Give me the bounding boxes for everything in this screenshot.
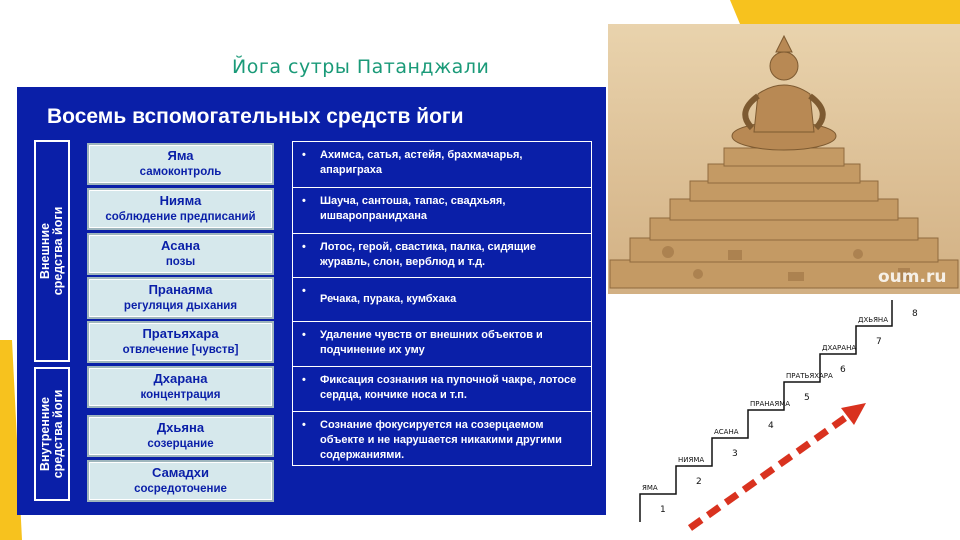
- stage-asana: Асана позы: [87, 233, 274, 275]
- detail-pranayama: Речака, пурака, кумбхака: [292, 277, 592, 321]
- watermark: oum.ru: [878, 267, 946, 287]
- staircase-diagram: ЯМА 1 НИЯМА 2 АСАНА 3 ПРАНАЯМА 4 ПРАТЬЯХАРА 5 ДХАР…: [639, 300, 918, 531]
- step-number-4: 4: [768, 421, 774, 431]
- detail-dhyana: Сознание фокусируется на созерцаемом объ…: [292, 411, 592, 466]
- eight-limbs-panel: Восемь вспомогательных средств йоги Внеш…: [17, 87, 606, 515]
- internal-means-box: Внутренние средства йоги: [34, 367, 70, 501]
- step-label-7: ДХЬЯНА: [858, 316, 888, 324]
- detail-dharana: Фиксация сознания на пупочной чакре, лот…: [292, 366, 592, 411]
- stage-dhyana: Дхьяна созерцание: [87, 415, 274, 457]
- step-label-1: ЯМА: [642, 484, 658, 492]
- external-means-box: Внешние средства йоги: [34, 140, 70, 362]
- step-label-4: ПРАНАЯМА: [750, 400, 790, 408]
- step-number-8: 8: [912, 309, 918, 319]
- detail-asana: Лотос, герой, свастика, палка, сидящие ж…: [292, 233, 592, 277]
- corner-accent-top: [730, 0, 960, 24]
- step-number-6: 6: [840, 365, 846, 375]
- stage-dharana: Дхарана концентрация: [87, 366, 274, 408]
- detail-yama: Ахимса, сатья, астейя, брахмачарья, апар…: [292, 141, 592, 187]
- stair-outline: [639, 300, 893, 522]
- detail-pratyahara: Удаление чувств от внешних объектов и по…: [292, 321, 592, 366]
- step-label-6: ДХАРАНА: [822, 344, 856, 352]
- step-label-5: ПРАТЬЯХАРА: [786, 372, 833, 380]
- stage-niyama: Нияма соблюдение предписаний: [87, 188, 274, 230]
- step-number-7: 7: [876, 337, 882, 347]
- stage-yama: Яма самоконтроль: [87, 143, 274, 185]
- step-label-2: НИЯМА: [678, 456, 704, 464]
- slide-title: Йога сутры Патанджали: [232, 56, 490, 78]
- external-means-label: Внешние средства йоги: [38, 206, 65, 296]
- step-number-1: 1: [660, 505, 666, 515]
- progress-arrow-head: [841, 403, 866, 425]
- internal-means-label: Внутренние средства йоги: [38, 389, 65, 479]
- staircase-steps: ЯМА 1 НИЯМА 2 АСАНА 3 ПРАНАЯМА 4 ПРАТЬЯХАРА 5 ДХАР…: [639, 300, 918, 522]
- step-label-3: АСАНА: [714, 428, 739, 436]
- stage-pranayama: Пранаяма регуляция дыхания: [87, 277, 274, 319]
- progress-arrow-line: [687, 410, 855, 531]
- step-number-2: 2: [696, 477, 702, 487]
- panel-heading: Восемь вспомогательных средств йоги: [47, 105, 464, 128]
- detail-niyama: Шауча, сантоша, тапас, свадхьяя, ишвароп…: [292, 187, 592, 233]
- corner-accent-bottom: [0, 340, 22, 540]
- step-number-5: 5: [804, 393, 810, 403]
- step-number-3: 3: [732, 449, 738, 459]
- stage-pratyahara: Пратьяхара отвлечение [чувств]: [87, 321, 274, 363]
- stage-samadhi: Самадхи сосредоточение: [87, 460, 274, 502]
- statue-on-pyramid-image: oum.ru: [608, 24, 960, 294]
